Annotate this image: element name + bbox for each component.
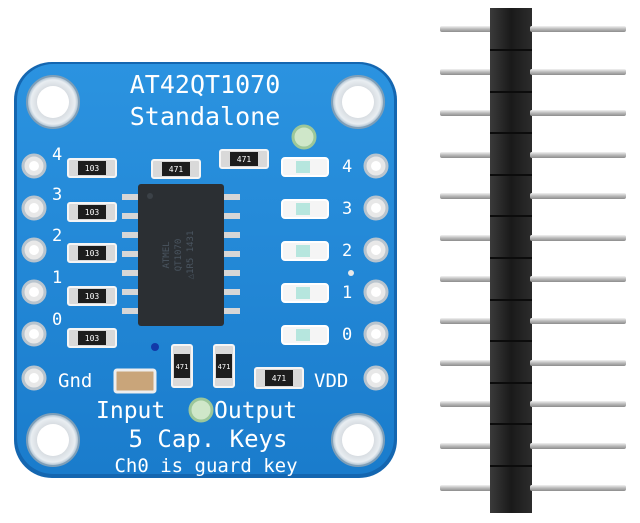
- resistor-label: 471: [272, 374, 287, 383]
- gnd-label: Gnd: [58, 370, 92, 392]
- output-pin-label: 1: [342, 283, 352, 303]
- caption-keys: 5 Cap. Keys: [129, 425, 288, 453]
- input-pin-label: 1: [52, 268, 62, 288]
- leds: [281, 157, 329, 345]
- output-label: Output: [214, 398, 297, 424]
- input-pin-label: 3: [52, 185, 62, 205]
- output-pin-label: 2: [342, 241, 352, 261]
- header-segments: [490, 49, 532, 467]
- bottom-resistors: 471 471 471: [113, 344, 304, 394]
- fiducials: [151, 124, 354, 423]
- output-pin-label: 4: [342, 157, 352, 177]
- resistor-label: 103: [85, 249, 100, 258]
- capacitor: [113, 368, 157, 394]
- board-title: AT42QT1070: [130, 70, 281, 99]
- input-pin-label: 2: [52, 226, 62, 246]
- pin-header: [440, 8, 626, 513]
- resistor-label: 471: [237, 155, 252, 164]
- mounting-holes: [26, 75, 385, 467]
- board-subtitle: Standalone: [130, 102, 281, 131]
- resistor-label: 471: [176, 363, 189, 371]
- top-resistors: 471 471: [151, 149, 269, 179]
- input-pin-label: 0: [52, 310, 62, 330]
- input-pin-label: 4: [52, 145, 62, 165]
- output-pin-label: 3: [342, 199, 352, 219]
- output-pin-labels: 4 3 2 1 0: [342, 157, 352, 345]
- chip-marking: △1R5 1431: [186, 231, 196, 280]
- left-resistors: 103 103 103 103 103: [67, 158, 117, 348]
- chip-pins-right: [222, 194, 240, 314]
- resistor-label: 103: [85, 164, 100, 173]
- resistor-label: 471: [169, 165, 184, 174]
- resistor-label: 103: [85, 292, 100, 301]
- left-pads: [21, 153, 47, 391]
- resistor-label: 471: [218, 363, 231, 371]
- input-label: Input: [96, 398, 165, 424]
- output-pin-label: 0: [342, 325, 352, 345]
- header-pins-left: [440, 26, 492, 491]
- chip-marking: ATMEL: [162, 241, 172, 268]
- header-pins-right: [530, 26, 626, 491]
- input-pin-labels: 4 3 2 1 0: [52, 145, 62, 330]
- resistor-label: 103: [85, 208, 100, 217]
- right-pads: [363, 153, 389, 391]
- qt1070-chip: ATMEL QT1070 △1R5 1431: [122, 184, 240, 326]
- caption-guard: Ch0 is guard key: [114, 455, 297, 477]
- vdd-label: VDD: [314, 370, 348, 392]
- resistor-label: 103: [85, 334, 100, 343]
- chip-marking: QT1070: [174, 239, 184, 272]
- chip-pins-left: [122, 194, 140, 314]
